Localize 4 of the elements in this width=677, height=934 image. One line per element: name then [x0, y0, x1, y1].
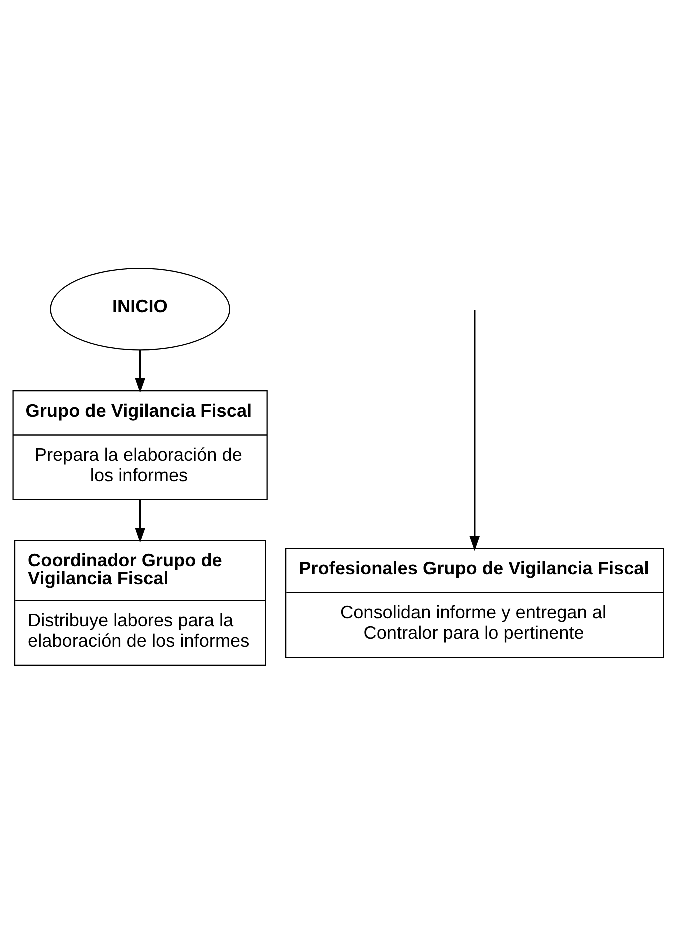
- node-ellipse: INICIO: [50, 268, 230, 351]
- arrow: [135, 350, 146, 394]
- arrow: [135, 500, 146, 543]
- arrow: [470, 310, 480, 552]
